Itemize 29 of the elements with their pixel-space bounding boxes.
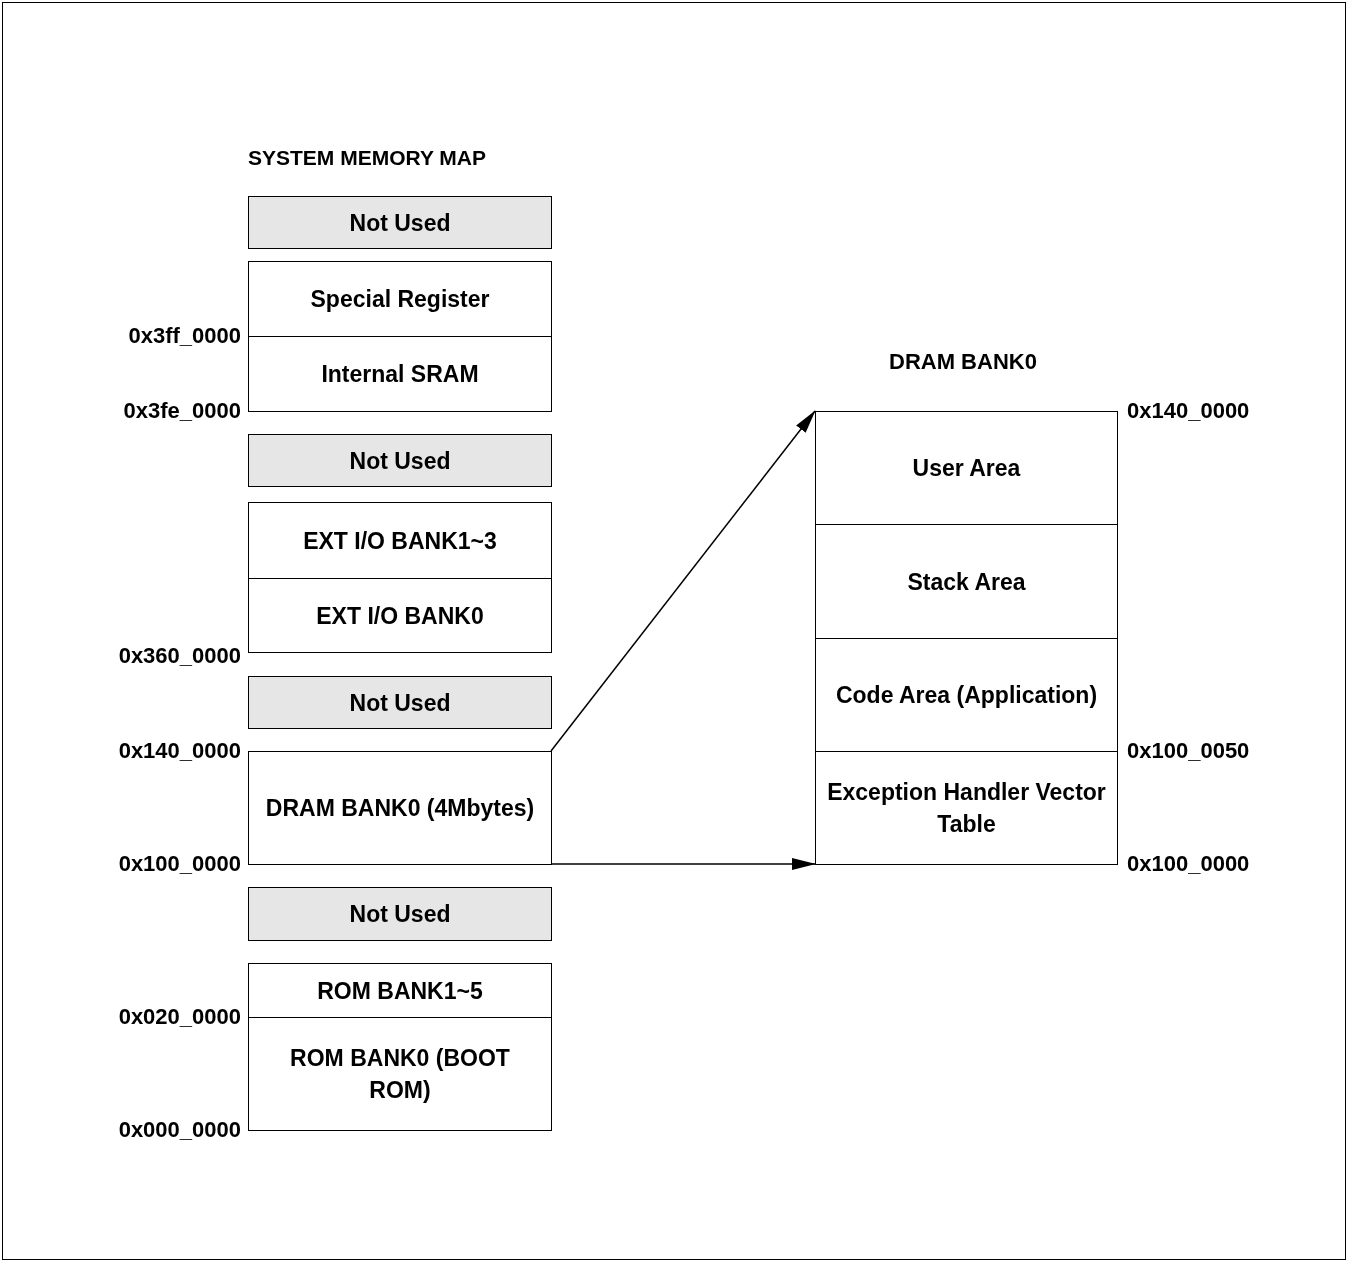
address-label: 0x100_0000 bbox=[118, 851, 241, 877]
address-label: 0x000_0000 bbox=[118, 1117, 241, 1143]
memory-region-box: Exception Handler Vector Table bbox=[815, 751, 1118, 865]
memory-region-box: ROM BANK0 (BOOT ROM) bbox=[248, 1017, 552, 1131]
unused-region-box: Not Used bbox=[248, 676, 552, 729]
memory-region-box: DRAM BANK0 (4Mbytes) bbox=[248, 751, 552, 865]
arrow bbox=[550, 410, 816, 752]
address-label: 0x3fe_0000 bbox=[123, 398, 241, 424]
memory-region-box: Stack Area bbox=[815, 524, 1118, 639]
memory-region-box: EXT I/O BANK1~3 bbox=[248, 502, 552, 579]
arrow bbox=[550, 858, 816, 870]
address-label: 0x020_0000 bbox=[118, 1004, 241, 1030]
address-label: 0x3ff_0000 bbox=[128, 323, 241, 349]
memory-region-box: Internal SRAM bbox=[248, 336, 552, 412]
address-label: 0x100_0000 bbox=[1127, 851, 1250, 877]
memory-region-box: Special Register bbox=[248, 261, 552, 337]
section-heading: DRAM BANK0 bbox=[889, 349, 1037, 375]
unused-region-box: Not Used bbox=[248, 196, 552, 249]
memory-region-box: User Area bbox=[815, 411, 1118, 525]
memory-region-box: ROM BANK1~5 bbox=[248, 963, 552, 1018]
address-label: 0x140_0000 bbox=[118, 738, 241, 764]
memory-region-box: Code Area (Application) bbox=[815, 638, 1118, 752]
unused-region-box: Not Used bbox=[248, 887, 552, 941]
diagram-title: SYSTEM MEMORY MAP bbox=[248, 146, 487, 170]
address-label: 0x140_0000 bbox=[1127, 398, 1250, 424]
address-label: 0x360_0000 bbox=[118, 643, 241, 669]
memory-region-box: EXT I/O BANK0 bbox=[248, 578, 552, 653]
address-label: 0x100_0050 bbox=[1127, 738, 1250, 764]
unused-region-box: Not Used bbox=[248, 434, 552, 487]
